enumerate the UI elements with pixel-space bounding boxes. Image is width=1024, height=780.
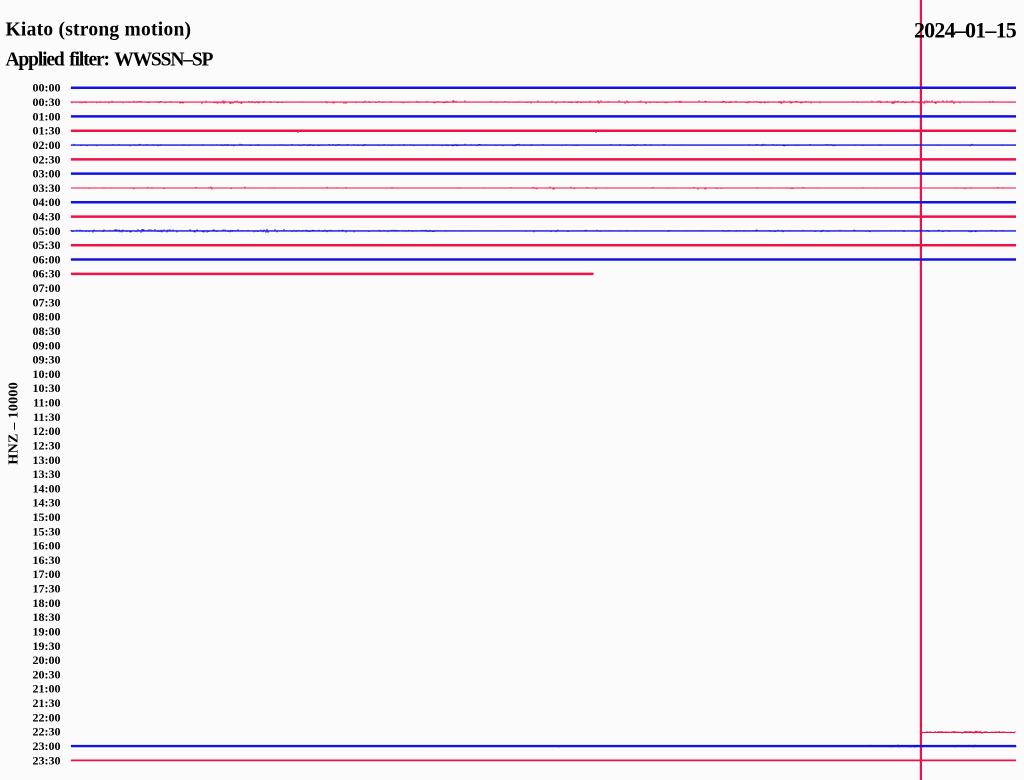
svg-text:05:00: 05:00 <box>33 224 61 238</box>
svg-text:07:30: 07:30 <box>33 295 61 309</box>
svg-text:21:30: 21:30 <box>33 696 61 710</box>
svg-text:Kiato (strong motion): Kiato (strong motion) <box>6 20 192 41</box>
svg-text:12:00: 12:00 <box>33 424 61 438</box>
svg-text:22:00: 22:00 <box>33 710 61 724</box>
svg-text:15:00: 15:00 <box>33 510 61 524</box>
svg-text:09:30: 09:30 <box>33 353 61 367</box>
svg-text:16:00: 16:00 <box>33 539 61 553</box>
svg-text:2024–01–15: 2024–01–15 <box>914 17 1017 42</box>
svg-text:00:30: 00:30 <box>33 95 61 109</box>
svg-text:19:30: 19:30 <box>33 639 61 653</box>
svg-text:20:30: 20:30 <box>33 667 61 681</box>
svg-text:06:00: 06:00 <box>33 252 61 266</box>
svg-text:03:00: 03:00 <box>33 167 61 181</box>
svg-text:02:30: 02:30 <box>33 152 61 166</box>
svg-text:05:30: 05:30 <box>33 238 61 252</box>
svg-text:10:00: 10:00 <box>33 367 61 381</box>
svg-text:01:30: 01:30 <box>33 124 61 138</box>
svg-text:20:00: 20:00 <box>33 653 61 667</box>
svg-text:12:30: 12:30 <box>33 438 61 452</box>
svg-text:19:00: 19:00 <box>33 624 61 638</box>
svg-text:21:00: 21:00 <box>33 682 61 696</box>
svg-text:04:00: 04:00 <box>33 195 61 209</box>
svg-text:18:00: 18:00 <box>33 596 61 610</box>
svg-text:10:30: 10:30 <box>33 381 61 395</box>
svg-text:Applied filter: WWSSN–SP: Applied filter: WWSSN–SP <box>6 50 214 71</box>
svg-text:18:30: 18:30 <box>33 610 61 624</box>
svg-text:06:30: 06:30 <box>33 267 61 281</box>
svg-text:00:00: 00:00 <box>33 81 61 95</box>
svg-text:11:30: 11:30 <box>33 410 60 424</box>
svg-text:14:00: 14:00 <box>33 481 61 495</box>
svg-text:13:00: 13:00 <box>33 453 61 467</box>
svg-text:11:00: 11:00 <box>33 396 60 410</box>
svg-text:07:00: 07:00 <box>33 281 61 295</box>
svg-text:08:30: 08:30 <box>33 324 61 338</box>
svg-text:17:00: 17:00 <box>33 567 61 581</box>
svg-text:08:00: 08:00 <box>33 310 61 324</box>
svg-text:17:30: 17:30 <box>33 582 61 596</box>
svg-text:04:30: 04:30 <box>33 209 61 223</box>
svg-text:01:00: 01:00 <box>33 109 61 123</box>
svg-text:15:30: 15:30 <box>33 524 61 538</box>
svg-text:13:30: 13:30 <box>33 467 61 481</box>
svg-text:09:00: 09:00 <box>33 338 61 352</box>
svg-text:23:00: 23:00 <box>33 739 61 753</box>
svg-text:02:00: 02:00 <box>33 138 61 152</box>
svg-text:14:30: 14:30 <box>33 496 61 510</box>
svg-text:03:30: 03:30 <box>33 181 61 195</box>
svg-text:HNZ – 10000: HNZ – 10000 <box>6 382 21 465</box>
svg-text:16:30: 16:30 <box>33 553 61 567</box>
svg-text:23:30: 23:30 <box>33 753 61 767</box>
svg-text:22:30: 22:30 <box>33 725 61 739</box>
